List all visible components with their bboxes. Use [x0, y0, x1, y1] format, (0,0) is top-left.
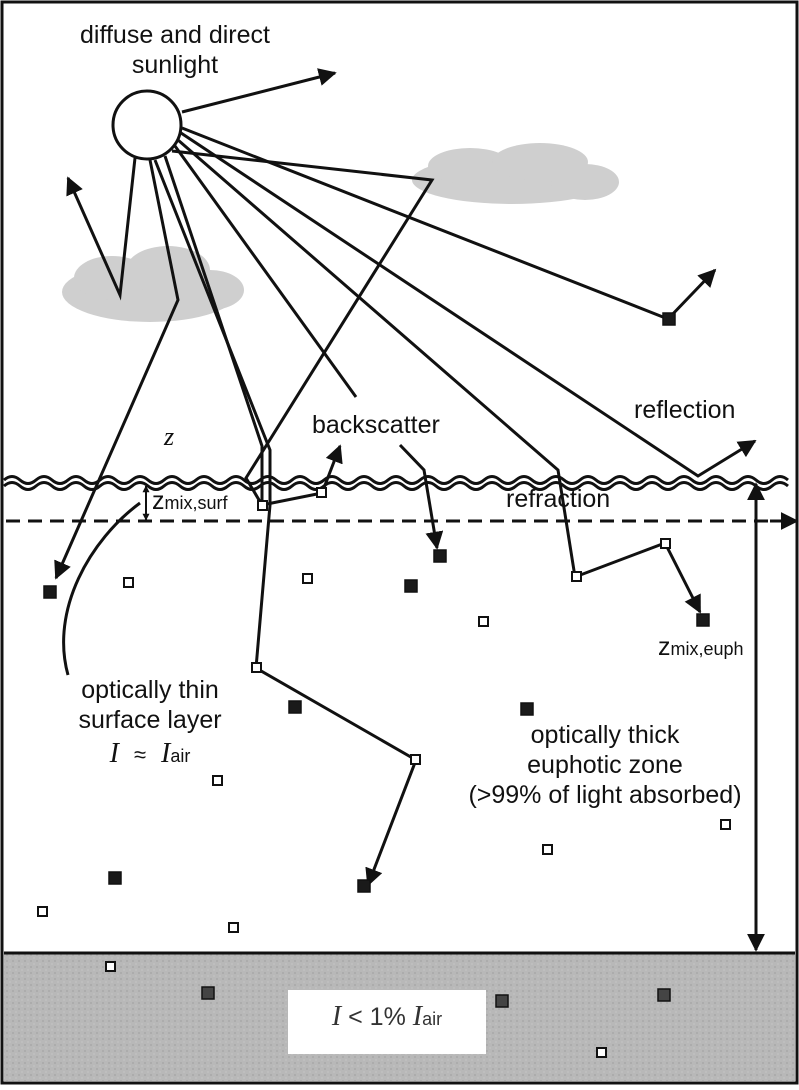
- open-particle-icon: [251, 662, 262, 673]
- backscatter-label: backscatter: [312, 411, 440, 439]
- open-particle-icon: [542, 844, 553, 855]
- absorbing-particles: [43, 312, 710, 1008]
- thin-layer-equation: I ≈ Iair: [30, 739, 270, 771]
- depth-z-symbol: z: [164, 422, 175, 451]
- bottom-air-sub: air: [422, 1009, 443, 1029]
- zmix-euph-label: zmix,euph: [658, 632, 744, 662]
- open-particle-icon: [123, 577, 134, 588]
- thin-layer-line1: optically thin: [81, 676, 219, 704]
- open-particle-icon: [410, 754, 421, 765]
- open-particle-icon: [37, 906, 48, 917]
- zmix-surf-z: z: [152, 487, 165, 515]
- sunlight-label: diffuse and direct sunlight: [50, 20, 300, 80]
- water-surface-wave: [3, 475, 789, 485]
- thick-zone-label: optically thick euphotic zone (>99% of l…: [440, 720, 770, 810]
- sunlight-label-line1: diffuse and direct: [80, 21, 270, 49]
- open-particle-icon: [316, 487, 327, 498]
- filled-particle-icon: [43, 585, 57, 599]
- filled-particle-icon: [662, 312, 676, 326]
- filled-particle-icon: [520, 702, 534, 716]
- thick-zone-line3: (>99% of light absorbed): [468, 781, 742, 809]
- thin-layer-line2: surface layer: [78, 706, 222, 734]
- zmix-euph-sub: mix,euph: [670, 639, 744, 659]
- thin-layer-label: optically thin surface layer I ≈ Iair: [30, 675, 270, 771]
- thin-I: I: [109, 738, 119, 769]
- filled-particle-icon: [201, 986, 215, 1000]
- thin-approx: ≈: [133, 742, 147, 767]
- thick-zone-line2: euphotic zone: [527, 751, 683, 779]
- open-particle-icon: [571, 571, 582, 582]
- open-particle-icon: [228, 922, 239, 933]
- bottom-Iair: I: [412, 1001, 423, 1032]
- filled-particle-icon: [357, 879, 371, 893]
- filled-particle-icon: [495, 994, 509, 1008]
- filled-particle-icon: [108, 871, 122, 885]
- sun-icon: [111, 89, 183, 161]
- thin-layer-pointer: [62, 501, 141, 676]
- filled-particle-icon: [288, 700, 302, 714]
- open-particle-icon: [105, 961, 116, 972]
- open-particle-icon: [720, 819, 731, 830]
- open-particle-icon: [212, 775, 223, 786]
- zmix-euph-z: z: [658, 633, 671, 661]
- thick-zone-line1: optically thick: [530, 721, 680, 749]
- filled-particle-icon: [433, 549, 447, 563]
- light-rays: [54, 68, 757, 887]
- bottom-lt: < 1%: [348, 1003, 406, 1031]
- bottom-light-label-box: I < 1% Iair: [288, 990, 486, 1054]
- open-particle-icon: [660, 538, 671, 549]
- open-particle-icon: [302, 573, 313, 584]
- thin-Iair: I: [160, 738, 171, 769]
- filled-particle-icon: [696, 613, 710, 627]
- bottom-light-label: I < 1% Iair: [288, 1002, 486, 1034]
- filled-particle-icon: [404, 579, 418, 593]
- zmix-surf-sub: mix,surf: [164, 493, 228, 513]
- open-particle-icon: [257, 500, 268, 511]
- open-particle-icon: [478, 616, 489, 627]
- filled-particle-icon: [657, 988, 671, 1002]
- sunlight-label-line2: sunlight: [131, 51, 219, 79]
- refraction-label: refraction: [506, 485, 611, 513]
- bottom-I: I: [331, 1001, 342, 1032]
- open-particle-icon: [596, 1047, 607, 1058]
- scattering-particles: [37, 487, 731, 1058]
- reflection-label: reflection: [634, 396, 736, 424]
- zmix-surf-label: zmix,surf: [152, 486, 228, 516]
- cloud-right: [412, 143, 619, 204]
- thin-air-sub: air: [170, 746, 191, 766]
